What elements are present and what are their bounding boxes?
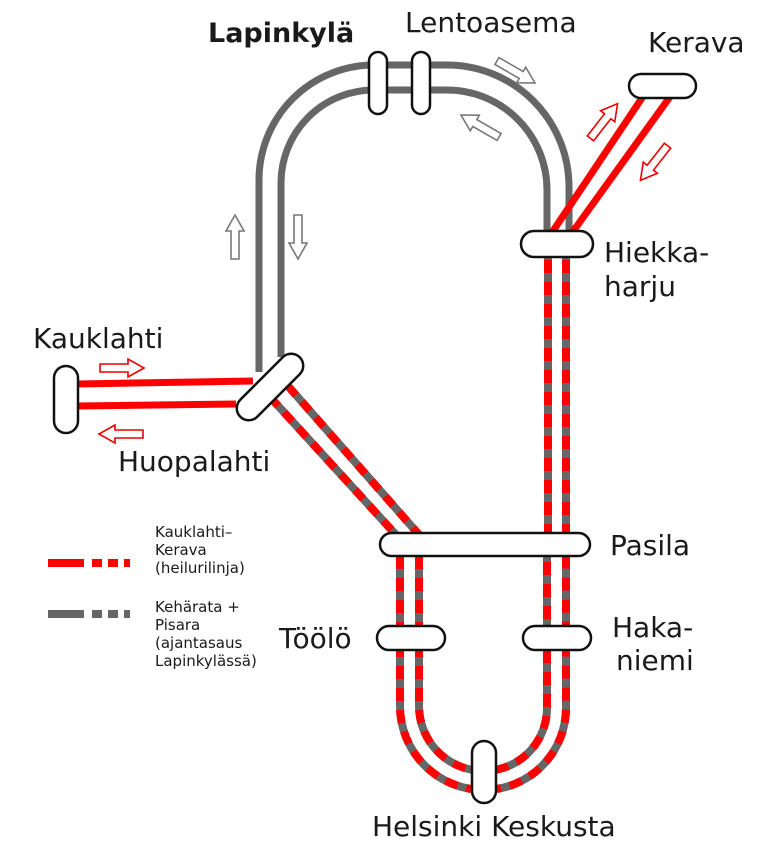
label-hiekkaharju-1: Hiekka-: [604, 236, 709, 269]
station-huopalahti: [235, 352, 305, 422]
station-hakaniemi: [521, 624, 593, 652]
huopalahti-pasila-track: [267, 383, 425, 540]
arrow-left-icon: [97, 423, 144, 445]
label-toolo: Töölö: [278, 622, 352, 655]
ring-rail-track: [255, 61, 573, 372]
stations: [52, 50, 698, 805]
station-hiekkaharju: [519, 229, 595, 259]
label-kerava: Kerava: [648, 26, 745, 59]
label-lapinkyla: Lapinkylä: [208, 18, 354, 49]
station-lapinkyla: [367, 50, 389, 116]
ring-rail-outer-track: [255, 61, 573, 372]
arrow-left-up-icon: [459, 114, 503, 142]
arrow-down-icon: [287, 214, 309, 261]
direction-arrows: [97, 56, 672, 445]
kauklahti-branch-track: [77, 377, 254, 410]
legend-red-line-1: Kauklahti–: [155, 523, 232, 541]
station-lentoasema: [410, 50, 432, 116]
legend-gray-line-3: (ajantasaus: [155, 634, 242, 652]
label-pasila: Pasila: [610, 529, 690, 562]
arrow-right-down-icon: [493, 56, 537, 84]
arrow-up-icon: [224, 213, 246, 260]
label-hakaniemi-2: niemi: [616, 644, 694, 677]
label-lentoasema: Lentoasema: [405, 6, 577, 39]
legend-gray-line-4: Lapinkylässä): [155, 652, 257, 670]
legend-red-line-3: (heilurilinja): [155, 559, 245, 577]
station-kauklahti: [52, 364, 80, 435]
arrow-down-left-icon: [639, 142, 672, 182]
station-kerava: [627, 72, 698, 100]
station-helsinki-keskusta: [470, 739, 498, 805]
station-pasila: [378, 531, 592, 558]
label-kauklahti: Kauklahti: [33, 322, 163, 355]
station-toolo: [375, 624, 447, 652]
label-hakaniemi-1: Haka-: [612, 611, 693, 644]
label-hiekkaharju-2: harju: [604, 270, 676, 303]
arrow-right-icon: [99, 357, 146, 379]
hiekkaharju-pasila-track: [544, 258, 570, 533]
arrow-up-right-icon: [586, 102, 619, 142]
label-huopalahti: Huopalahti: [118, 445, 270, 478]
legend-gray-line-2: Pisara: [155, 616, 200, 634]
legend: Kauklahti– Kerava (heilurilinja) Kehärat…: [48, 523, 257, 670]
ring-rail-inner-track: [277, 86, 551, 357]
label-helsinki-keskusta: Helsinki Keskusta: [372, 810, 616, 843]
legend-red-line-2: Kerava: [155, 541, 207, 559]
kerava-branch-track: [546, 84, 675, 240]
legend-gray-line-1: Kehärata +: [155, 598, 240, 616]
